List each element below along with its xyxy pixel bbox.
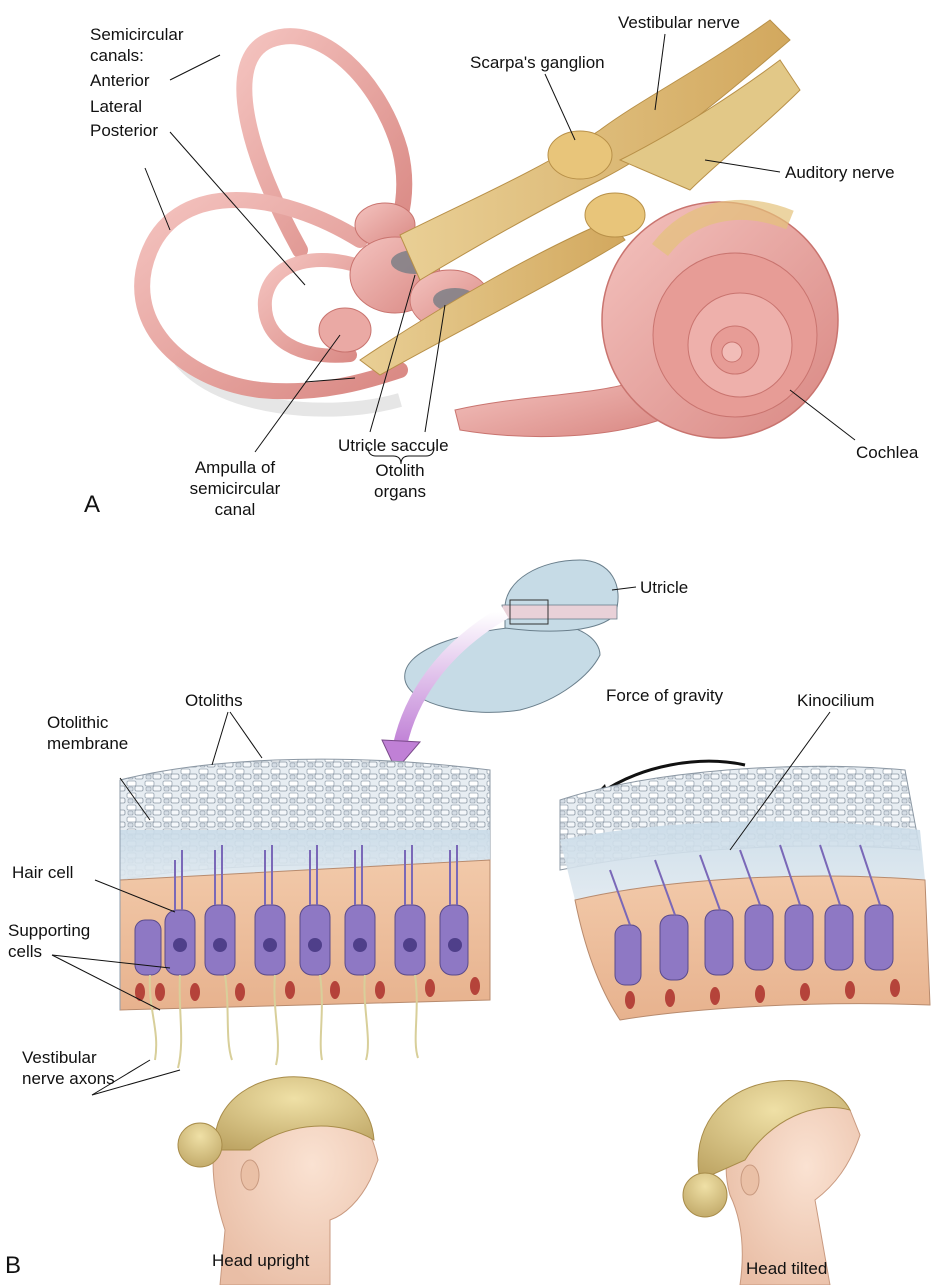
label-cochlea: Cochlea <box>856 442 918 463</box>
macula-tilted <box>560 766 930 1020</box>
label-otolithic-membrane: Otolithic membrane <box>47 712 128 754</box>
label-kinocilium: Kinocilium <box>797 690 874 711</box>
label-vestibular-nerve-axons: Vestibular nerve axons <box>22 1047 115 1089</box>
label-utricle: Utricle <box>640 577 688 598</box>
label-posterior: Posterior <box>90 120 158 141</box>
label-otoliths: Otoliths <box>185 690 243 711</box>
label-head-upright: Head upright <box>212 1250 309 1271</box>
label-scarpas-ganglion: Scarpa's ganglion <box>470 52 605 73</box>
utricle-inset <box>405 560 618 712</box>
cochlea <box>455 202 838 438</box>
label-semicircular-canals: Semicircular canals: <box>90 24 184 66</box>
label-otolith-organs: Otolith organs <box>340 460 460 502</box>
head-tilted-illustration <box>683 1081 860 1285</box>
label-head-tilted: Head tilted <box>746 1258 827 1279</box>
label-auditory-nerve: Auditory nerve <box>785 162 895 183</box>
panel-letter-b: B <box>5 1255 21 1276</box>
macula-upright <box>120 759 490 1068</box>
label-lateral: Lateral <box>90 96 142 117</box>
label-force-of-gravity: Force of gravity <box>606 685 723 706</box>
label-anterior: Anterior <box>90 70 150 91</box>
panel-letter-a: A <box>84 494 100 515</box>
label-utricle-saccule: Utricle saccule <box>338 435 449 456</box>
scarpas-ganglion <box>548 131 612 179</box>
label-ampulla: Ampulla of semicircular canal <box>175 457 295 520</box>
label-hair-cell: Hair cell <box>12 862 73 883</box>
ampulla <box>319 308 371 352</box>
inner-ear-illustration <box>142 20 838 438</box>
label-supporting-cells: Supporting cells <box>8 920 90 962</box>
label-vestibular-nerve: Vestibular nerve <box>618 12 740 33</box>
